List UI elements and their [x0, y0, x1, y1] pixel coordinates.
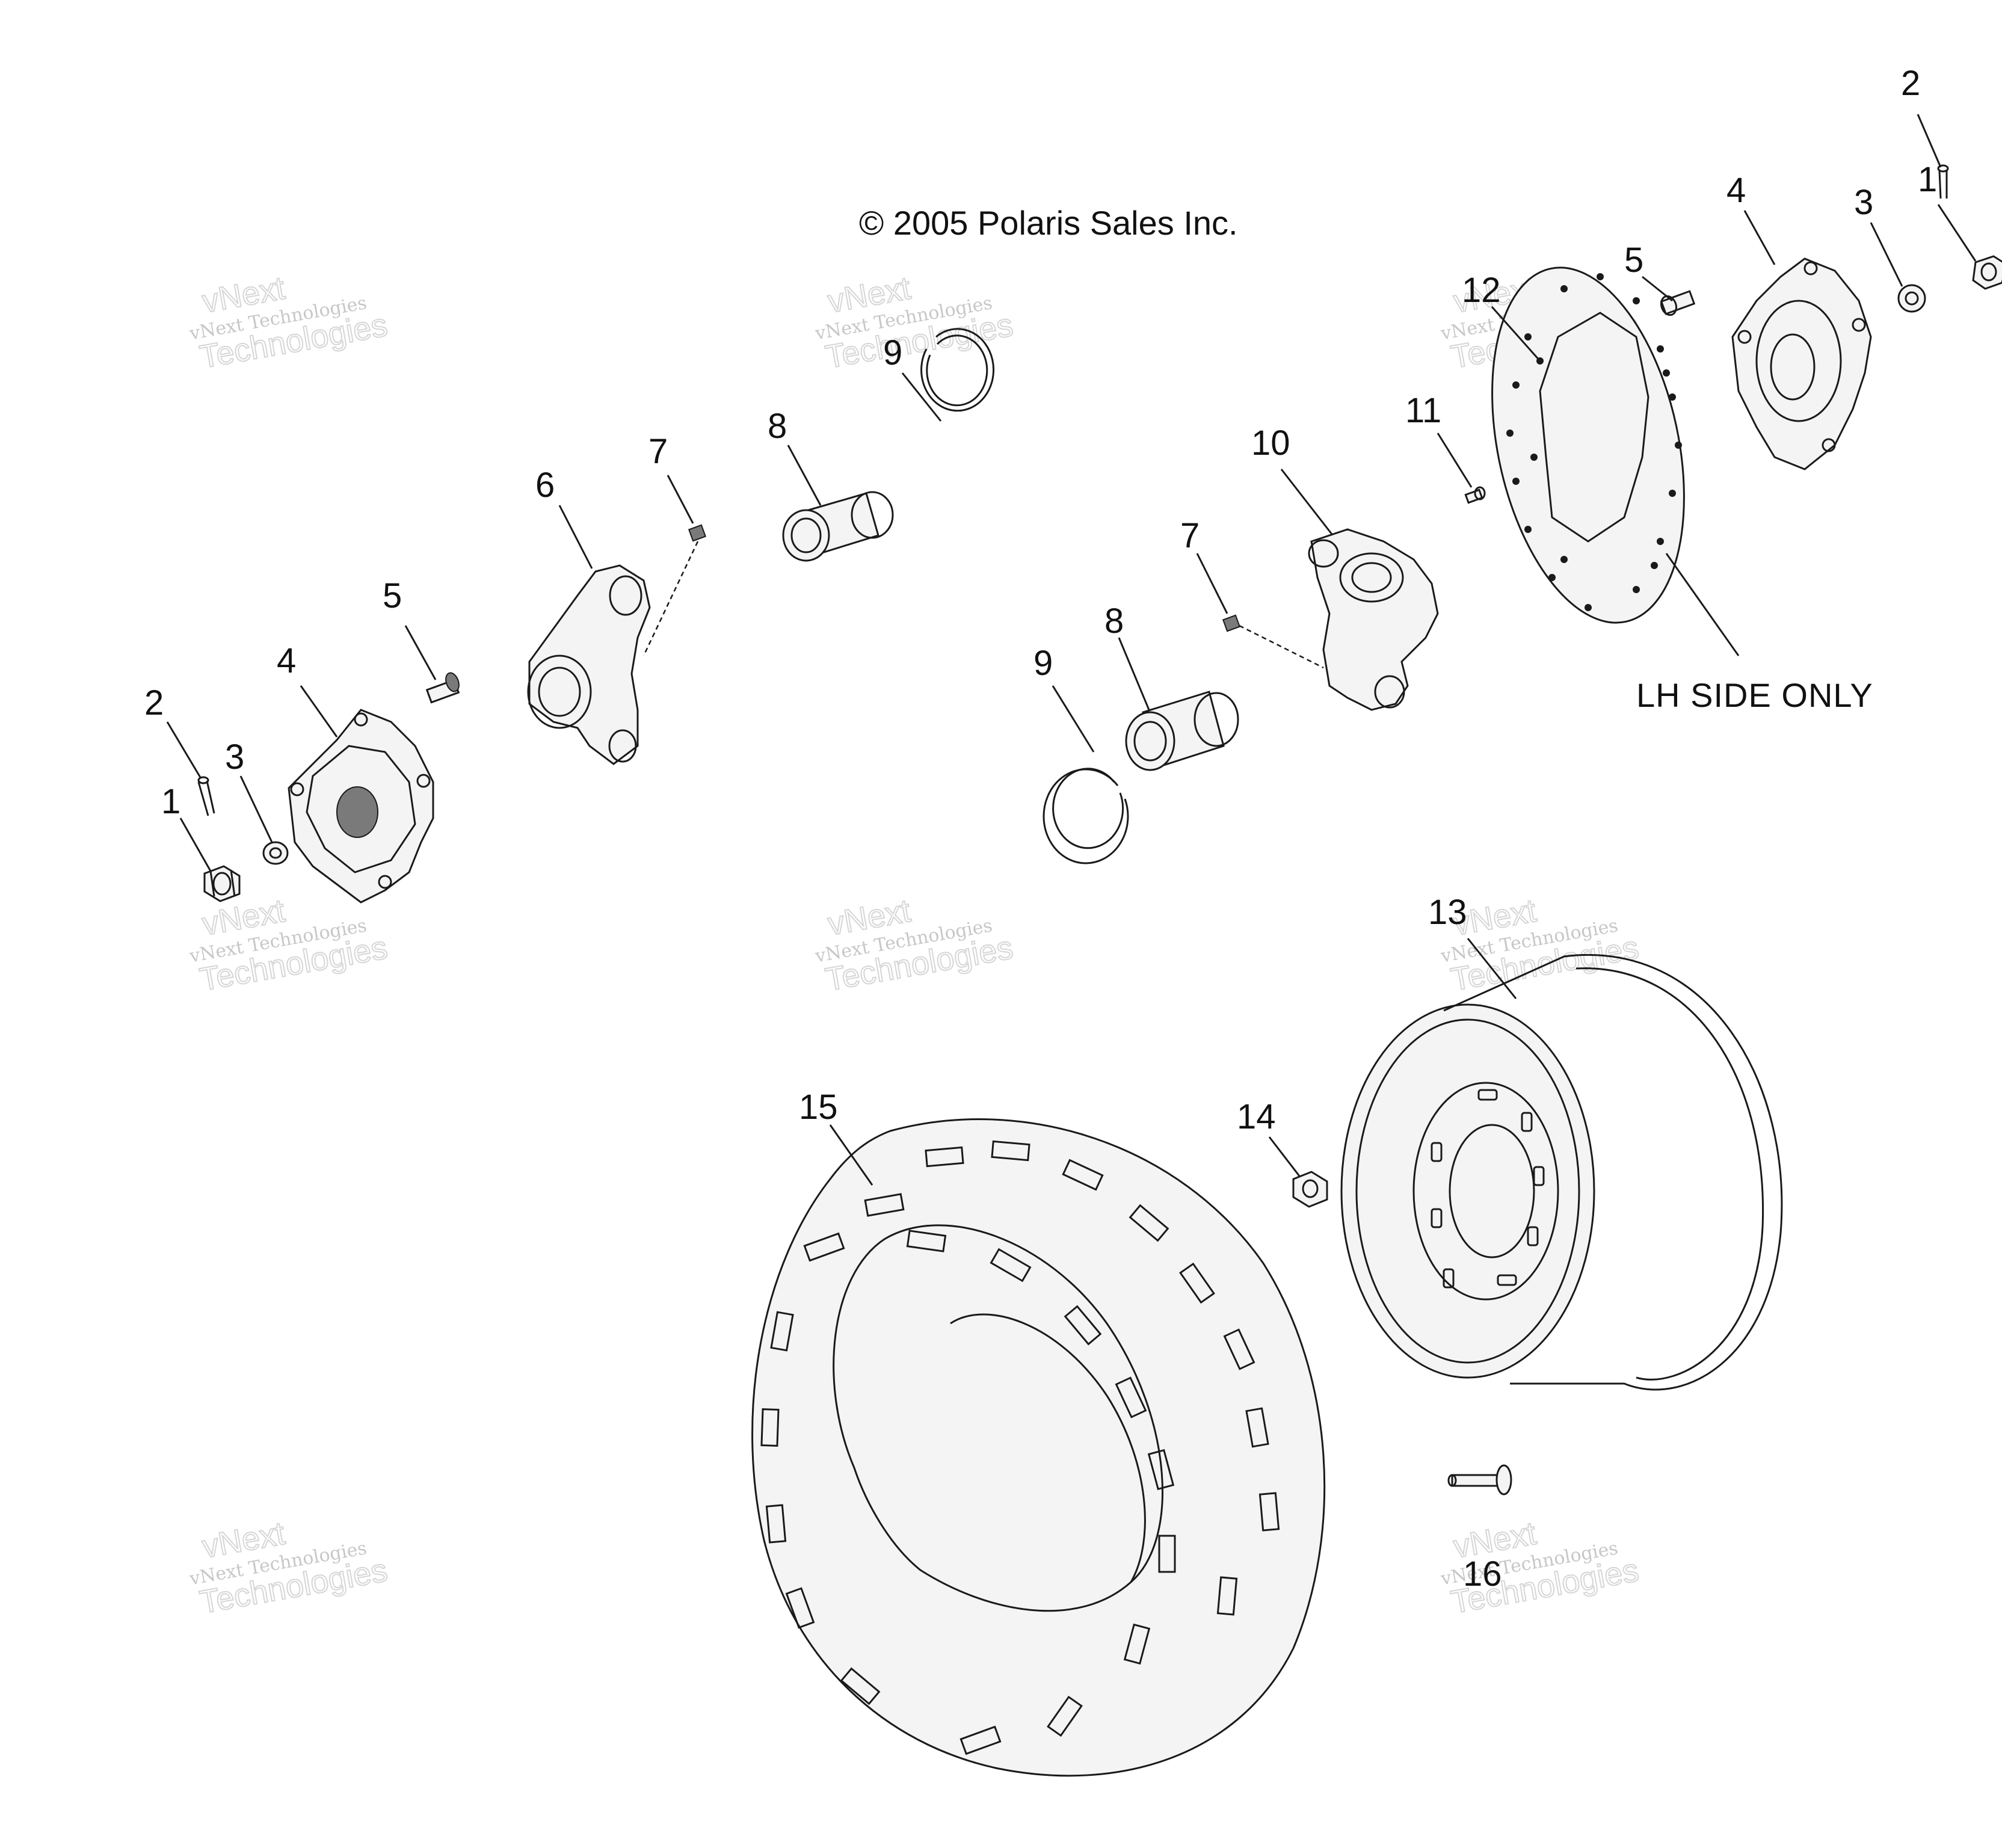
brake-disc — [1491, 266, 1740, 656]
watermark: vNext vNext Technologies Technologies — [188, 1515, 391, 1621]
callout-2-left: 2 — [144, 683, 164, 722]
cotter-pin-right — [1937, 164, 1949, 199]
washer-left — [262, 841, 289, 865]
wheel-bearing-left — [782, 491, 894, 562]
callout-9-left: 9 — [883, 333, 902, 372]
callout-4-left: 4 — [277, 641, 296, 680]
bearing-carrier-left — [527, 564, 651, 765]
leader-lines — [166, 114, 1977, 1186]
callout-8-left: 8 — [768, 407, 787, 446]
callout-11: 11 — [1405, 391, 1441, 430]
watermark: vNext vNext Technologies Technologies — [188, 270, 391, 376]
callout-5-right: 5 — [1624, 241, 1643, 280]
wheel-bearing-right — [1125, 691, 1239, 771]
lh-side-only-note: LH SIDE ONLY — [1636, 676, 1873, 714]
copyright-text: © 2005 Polaris Sales Inc. — [859, 204, 1238, 242]
valve-stem — [1447, 1464, 1512, 1495]
callout-7-left: 7 — [648, 432, 668, 471]
callout-1-left: 1 — [161, 782, 180, 821]
hub-left — [288, 709, 434, 904]
callout-9-right: 9 — [1033, 644, 1053, 683]
lug-nut — [1292, 1171, 1328, 1208]
retaining-ring-left — [920, 328, 995, 412]
callout-3-left: 3 — [225, 738, 244, 777]
callout-7-right: 7 — [1180, 516, 1200, 555]
callout-14: 14 — [1237, 1097, 1276, 1136]
watermark: vNext vNext Technologies Technologies — [813, 892, 1017, 999]
callout-16: 16 — [1463, 1554, 1502, 1594]
rim-slots — [1431, 1089, 1545, 1289]
castle-nut-right — [1972, 255, 2002, 290]
grease-fitting-right — [1222, 614, 1324, 669]
callout-5-left: 5 — [383, 576, 402, 615]
callout-10: 10 — [1251, 424, 1290, 463]
callout-6: 6 — [535, 466, 555, 505]
hub-right — [1731, 257, 1872, 470]
wheel-stud-left — [425, 672, 460, 704]
callout-1-right: 1 — [1918, 160, 1937, 199]
castle-nut-left — [203, 865, 241, 902]
tire — [751, 1118, 1326, 1777]
caliper-bolt — [1464, 486, 1486, 504]
callout-2-right: 2 — [1901, 64, 1920, 103]
wheel-stud-right — [1660, 290, 1696, 316]
cotter-pin-left — [197, 776, 215, 816]
callout-12: 12 — [1462, 271, 1501, 310]
wheel-rim — [1340, 954, 1783, 1391]
grease-fitting-left — [642, 524, 707, 656]
callout-labels: 1 2 3 4 5 6 7 8 9 9 8 7 10 11 12 5 4 3 1… — [144, 64, 1937, 1594]
callout-13: 13 — [1428, 893, 1467, 932]
retaining-ring-right — [1043, 768, 1129, 864]
washer-right — [1897, 284, 1926, 313]
disc-holes — [1506, 273, 1682, 611]
bearing-carrier-right — [1308, 528, 1439, 711]
callout-3-right: 3 — [1854, 183, 1873, 222]
tread-blocks — [760, 1140, 1280, 1755]
callout-15: 15 — [799, 1088, 838, 1127]
callout-8-right: 8 — [1104, 602, 1124, 641]
callout-4-right: 4 — [1726, 171, 1746, 210]
